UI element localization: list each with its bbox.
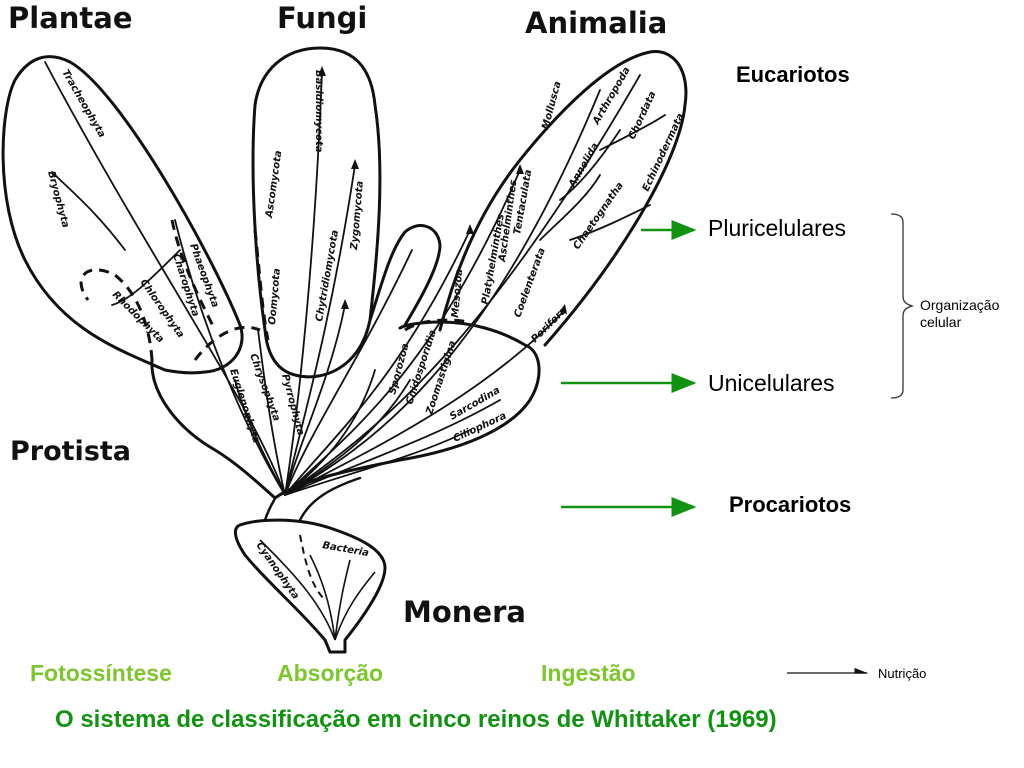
taxon-chytridiomycota: Chytridiomycota <box>314 229 341 323</box>
taxon-chordata: Chordata <box>627 90 659 142</box>
taxon-bryophyta: Bryophyta <box>45 170 71 229</box>
mode-fotossintese: Fotossíntese <box>30 660 172 686</box>
organizacao-celular-label: Organização celular <box>920 297 1000 330</box>
eucariotos-label: Eucariotos <box>736 62 850 87</box>
kingdom-fungi-label: Fungi <box>277 1 367 35</box>
taxon-oomycota: Oomycota <box>267 268 283 326</box>
taxon-chaetognatha: Chaetognatha <box>571 180 626 251</box>
kingdom-plantae-label: Plantae <box>8 1 133 35</box>
taxon-basidiomycota: Basidiomycota <box>313 70 324 153</box>
plantae-lobe <box>1 55 244 375</box>
nutricao-label: Nutrição <box>878 666 927 681</box>
mode-ingestao: Ingestão <box>541 660 636 686</box>
organizacao-brace <box>890 213 915 399</box>
taxon-pyrrophyta: Pyrrophyta <box>279 373 306 437</box>
diagram-caption: O sistema de classificação em cinco rein… <box>55 706 777 733</box>
taxon-mesozoa: Mesozoa <box>450 268 465 318</box>
animalia-lobe <box>438 50 688 347</box>
kingdom-protista-label: Protista <box>10 436 131 467</box>
taxon-tracheophyta: Tracheophyta <box>59 68 107 140</box>
taxon-echinodermata: Echinodermata <box>641 111 687 193</box>
monera-lobe <box>233 518 387 654</box>
mode-absorcao: Absorção <box>277 660 384 686</box>
taxon-mollusca: Mollusca <box>540 80 563 131</box>
kingdom-animalia-label: Animalia <box>525 6 667 40</box>
fungi-side-lobe <box>368 224 442 327</box>
procariotos-label: Procariotos <box>729 492 852 517</box>
unicelulares-label: Unicelulares <box>708 370 835 396</box>
fungi-lobe <box>251 46 382 379</box>
taxon-ascomycota: Ascomycota <box>264 150 284 220</box>
taxon-annelida: Annelida <box>567 141 602 190</box>
kingdom-monera-label: Monera <box>403 595 526 629</box>
pluricelulares-label: Pluricelulares <box>708 215 847 241</box>
